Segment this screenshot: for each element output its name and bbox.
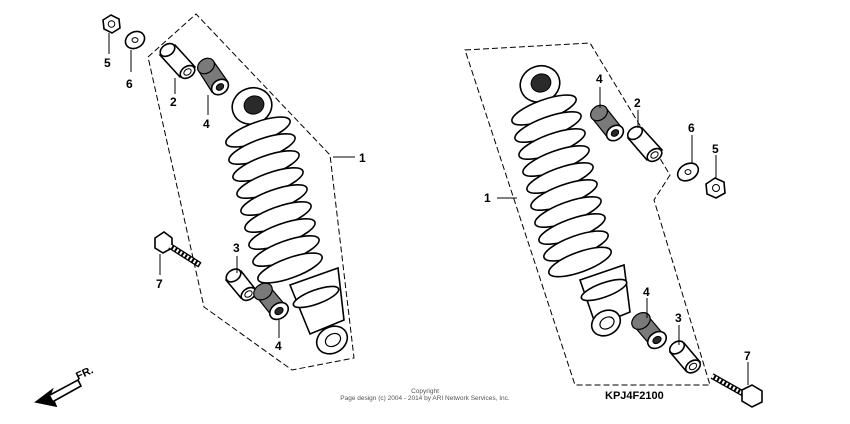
left-lower-bushing-4[interactable]	[251, 280, 292, 323]
right-bushing-4[interactable]	[588, 102, 627, 144]
left-shock-group: 5 6 2 4 1 3 7 4	[102, 13, 366, 371]
left-bushing-4[interactable]	[195, 55, 232, 98]
callout-4: 4	[203, 117, 210, 131]
copyright-line-1: Copyright	[411, 388, 439, 395]
callout-4-lower: 4	[275, 339, 282, 353]
callout-4-right-lower: 4	[643, 285, 650, 299]
callout-5-right: 5	[712, 142, 719, 156]
right-leaders	[497, 87, 749, 385]
right-shock-absorber-1[interactable]	[509, 60, 631, 341]
left-group-boundary	[147, 13, 355, 371]
callout-6-right: 6	[688, 121, 695, 135]
right-group-boundary	[464, 42, 711, 386]
callout-2: 2	[170, 95, 177, 109]
left-nut-5[interactable]	[102, 14, 121, 34]
copyright-line-2: Page design (c) 2004 - 2014 by ARI Netwo…	[340, 395, 510, 402]
callout-7-right: 7	[744, 349, 751, 363]
right-shock-group: 4 2 6 5 1 4 3 7 KPJ4F2100	[464, 42, 763, 408]
left-shock-absorber-1[interactable]	[223, 82, 353, 359]
callout-4-right: 4	[596, 72, 603, 86]
front-direction-label: FR.	[74, 364, 95, 382]
callout-1: 1	[359, 151, 366, 165]
right-washer-6[interactable]	[674, 160, 701, 185]
callout-6: 6	[126, 77, 133, 91]
right-collar-3[interactable]	[667, 338, 702, 375]
right-nut-5[interactable]	[705, 177, 726, 199]
left-collar-2[interactable]	[158, 41, 197, 81]
front-direction-arrow-icon	[34, 378, 83, 408]
left-spring	[225, 116, 323, 284]
callout-7: 7	[156, 277, 163, 291]
callout-1-right: 1	[484, 191, 491, 205]
right-lower-bushing-4[interactable]	[629, 309, 670, 352]
diagram-code: KPJ4F2100	[605, 390, 664, 402]
callout-3: 3	[233, 241, 240, 255]
callout-5: 5	[104, 56, 111, 70]
callout-3-right: 3	[675, 311, 682, 325]
callout-2-right: 2	[634, 96, 641, 110]
right-bolt-7[interactable]	[710, 373, 763, 408]
left-leaders	[108, 33, 355, 338]
left-collar-3[interactable]	[224, 266, 258, 303]
right-spring	[511, 94, 612, 278]
left-washer-6[interactable]	[122, 28, 147, 52]
right-collar-2[interactable]	[625, 124, 664, 164]
left-bolt-7[interactable]	[154, 231, 202, 268]
